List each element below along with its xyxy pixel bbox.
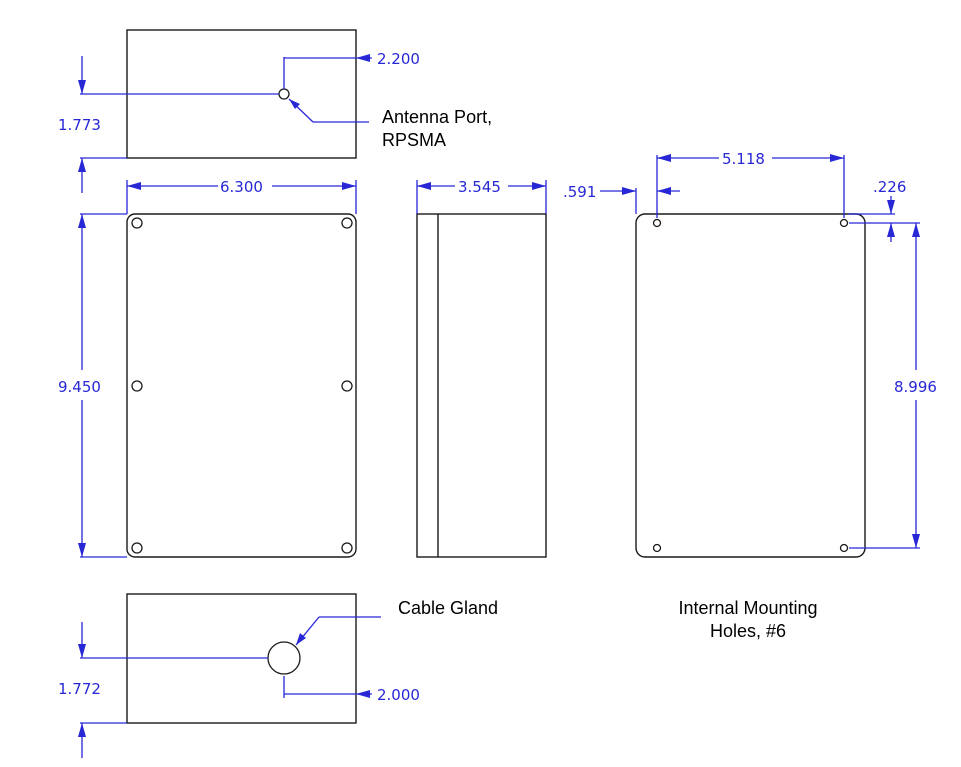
front-view-outline [126, 213, 357, 558]
antenna-callout-line1: Antenna Port, [382, 107, 492, 127]
antenna-callout-line2: RPSMA [382, 130, 446, 150]
cable-gland-callout: Cable Gland [398, 598, 498, 618]
lid-screw-hole [131, 217, 143, 229]
dim-antenna-offset: 2.200 [283, 50, 420, 89]
lid-screw-hole [131, 542, 143, 554]
lid-screw-hole [131, 380, 143, 392]
dim-inner-top-offset: .226 [848, 178, 906, 242]
dim-side-depth-label: 3.545 [458, 178, 501, 196]
internal-mounting-hole [652, 218, 662, 228]
cable-gland-hole [267, 641, 301, 675]
lid-screw-hole [341, 380, 353, 392]
dim-top-view-height: 1.773 [58, 56, 279, 193]
dim-inner-hole-spacing-y: 8.996 [849, 222, 937, 549]
mounting-note-line1: Internal Mounting [678, 598, 817, 618]
internal-view [635, 213, 866, 558]
dim-gland-offset: 2.000 [283, 676, 420, 704]
internal-mounting-hole [839, 218, 849, 228]
dim-top-view-height-label: 1.773 [58, 116, 101, 134]
dim-front-width: 6.300 [126, 178, 357, 214]
dim-front-height: 9.450 [58, 213, 127, 558]
cable-gland-leader: Cable Gland [295, 598, 498, 646]
dim-inner-hole-spacing-x-label: 5.118 [722, 150, 765, 168]
dim-gland-offset-label: 2.000 [377, 686, 420, 704]
dim-front-height-label: 9.450 [58, 378, 101, 396]
dim-inner-left-offset-label: .591 [563, 183, 596, 201]
antenna-port-hole [278, 88, 290, 100]
dim-side-depth: 3.545 [416, 178, 547, 214]
mounting-note-line2: Holes, #6 [710, 621, 786, 641]
antenna-leader: Antenna Port, RPSMA [288, 98, 492, 150]
internal-mounting-hole [652, 543, 662, 553]
dim-antenna-offset-label: 2.200 [377, 50, 420, 68]
internal-view-outline [635, 213, 866, 558]
lid-screw-hole [341, 542, 353, 554]
front-view [126, 213, 357, 558]
mounting-holes-note: Internal Mounting Holes, #6 [678, 598, 817, 641]
dim-bottom-view-height-label: 1.772 [58, 680, 101, 698]
dim-inner-hole-spacing-x: 5.118 [656, 150, 845, 218]
dim-front-width-label: 6.300 [220, 178, 263, 196]
dim-bottom-view-height: 1.772 [58, 622, 268, 758]
lid-screw-hole [341, 217, 353, 229]
dim-inner-hole-spacing-y-label: 8.996 [894, 378, 937, 396]
dim-inner-top-offset-label: .226 [873, 178, 906, 196]
side-view [416, 213, 547, 558]
internal-mounting-hole [839, 543, 849, 553]
dim-inner-left-offset: .591 [563, 183, 680, 214]
side-view-outline [416, 213, 547, 558]
